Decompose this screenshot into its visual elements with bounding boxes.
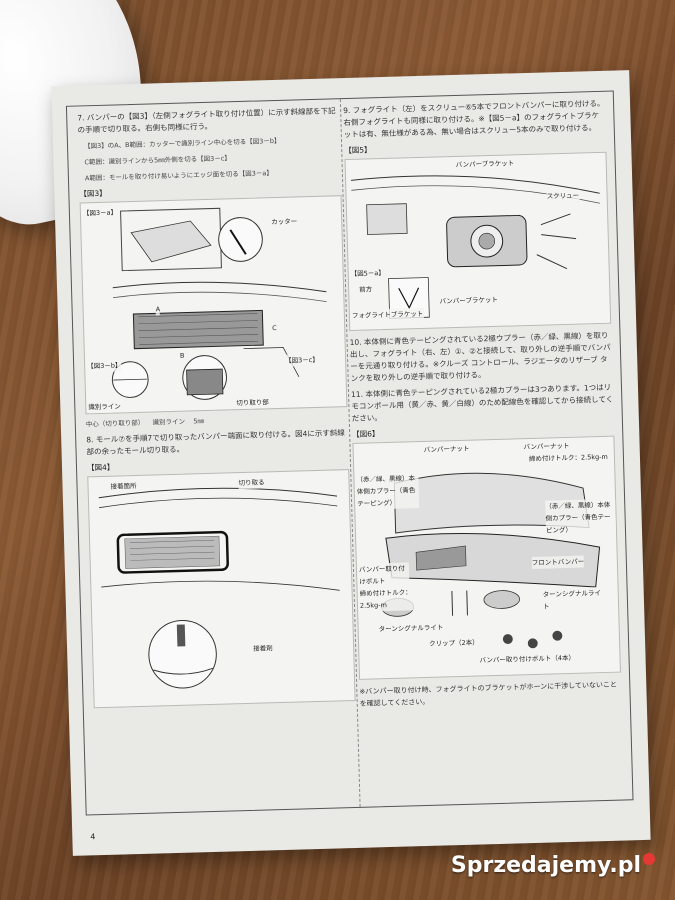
bumper-bracket-label: バンパーブラケット [455,157,515,171]
region-b-label: B [179,349,185,362]
fig3a-label: 【図3－a】 [82,206,118,220]
watermark-dot-icon [643,853,655,865]
bumper-bracket2-label: バンパーブラケット [439,293,499,308]
bumper-note: ※バンパー取り付け時、フォグライトのブラケットがホーンに干渉していないことを確認… [359,680,618,708]
coupler-right-label: （赤／緑、黒線）本体側カプラー（青色テーピング） [545,498,617,537]
page-number: 4 [90,832,96,842]
nut-torque-label: 締め付けトルク：2.5kg-m [528,450,609,466]
cut-part-label: 切り取り部 [236,396,269,410]
sprzedajemy-watermark: Sprzedajemy.pl [451,853,655,878]
adhesive-area-label: 接着箇所 [110,479,137,493]
fig5a-label: 【図5－a】 [350,266,386,280]
bumper-assembly-diagram [381,472,601,649]
step11-text: 11. 本体側に青色テーピングされている2極カプラーは3つあります。1つはリモコ… [350,382,614,423]
center-label: 中心（切り取り部） [85,418,145,429]
cut-off-label: 切り取る [238,476,265,490]
screw-label: スクリュー [546,189,580,203]
fig4-diagram: 接着箇所 切り取る 接着剤 [87,469,356,709]
turn-signal-left-label: ターンシグナルライト [378,621,444,636]
page-frame: 7. バンパーの【図3】（左側フォグライト取り付け位置）に示す斜線部を下記の手順… [65,90,634,816]
turn-signal-right-label: ターンシグナルライト [542,587,604,613]
right-column: 9. フォグライト（左）をスクリュー⑥5本でフロントバンパーに取り付ける。右側フ… [343,98,624,801]
instruction-page: 7. バンパーの【図3】（左側フォグライト取り付け位置）に示す斜線部を下記の手順… [51,70,651,856]
step8-text: 8. モール⑦を手順7で切り取ったバンパー端面に取り付ける。図4に示す斜線部の余… [86,428,345,457]
fig3b-label: 【図3－b】 [87,359,122,373]
left-column: 7. バンパーの【図3】（左側フォグライト取り付け位置）に示す斜線部を下記の手順… [77,105,358,808]
front-bumper-label: フロントバンパー [531,555,585,569]
fog-bracket-label: フォグライトブラケット [351,307,424,322]
fig5-diagram: バンパーブラケット スクリュー 【図5－a】 前方 フォグライトブラケット バン… [344,151,612,331]
fig3-diagram: 【図3－a】 カッター A B C 【図3－b】 【図3－c】 識別ライン 切り… [79,195,348,415]
front-label: 前方 [358,283,373,296]
five-mm-label: 5㎜ [193,417,205,426]
region-c-label: C [272,322,277,335]
id-line-c-label: 識別ライン [152,417,186,427]
step9-text: 9. フォグライト（左）をスクリュー⑥5本でフロントバンパーに取り付ける。右側フ… [343,98,605,140]
fig6-diagram: バンパーナット バンパーナット 締め付けトルク：2.5kg-m （赤／緑、黒線）… [352,435,621,680]
bumper-nut-label: バンパーナット [423,442,470,456]
fog-light-diagram [351,175,600,319]
intro-text: 7. バンパーの【図3】（左側フォグライト取り付け位置）に示す斜線部を下記の手順… [77,106,336,135]
molding-diagram [98,487,340,689]
fig3c-label: 【図3－c】 [284,353,319,367]
id-line-b-label: 識別ライン [88,400,121,414]
bumper-cut-diagram [111,207,327,400]
bolt-torque-label: 締め付けトルク：2.5kg-m [359,586,416,612]
region-a-label: A [155,303,161,316]
clip-label: クリップ（2本） [428,636,479,650]
watermark-text: Sprzedajemy.pl [450,853,641,878]
bumper-bolt-left-label: バンパー取り付けボルト [358,562,410,588]
cutter-label: カッター [271,215,298,229]
adhesive-label: 接着剤 [252,642,273,655]
step10-text: 10. 本体側に青色テーピングされている2極ウプラー（赤／緑、黒線）を取り出し、… [349,330,611,383]
coupler-left-label: （赤／緑、黒線）本体側カプラー（青色テーピング） [356,472,420,510]
